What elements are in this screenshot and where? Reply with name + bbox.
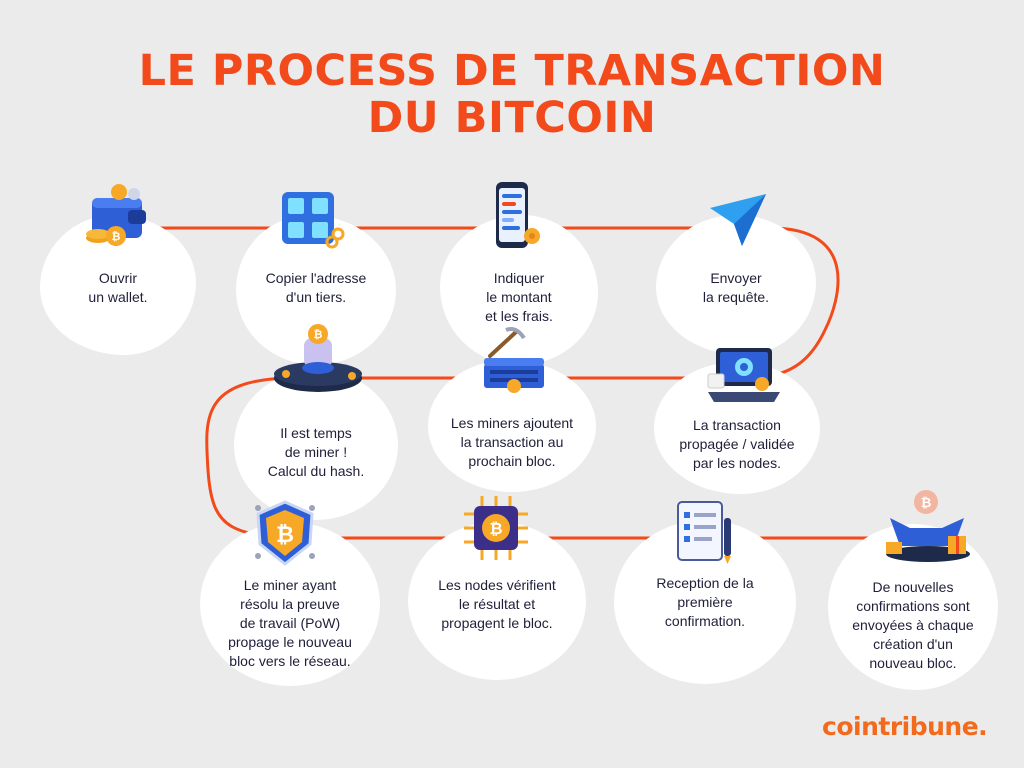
hourglass-coin-icon: ₿ <box>274 324 362 392</box>
laptop-icon <box>707 348 780 402</box>
brand-logo: cointribune. <box>822 712 988 741</box>
svg-text:₿: ₿ <box>489 519 502 538</box>
step-10-label: Reception de la première confirmation. <box>656 575 754 629</box>
step-9-label: Les nodes vérifient le résultat et propa… <box>438 577 556 631</box>
step-2-label: Copier l'adresse d'un tiers. <box>265 270 367 305</box>
title-line-1: LE PROCESS DE TRANSACTION <box>138 46 886 96</box>
step-1-label: Ouvrir un wallet. <box>88 270 148 305</box>
step-3-label: Indiquer le montant et les frais. <box>485 270 553 324</box>
step-7-bubble: Il est temps de miner ! Calcul du hash. <box>234 370 398 520</box>
bitcoin-chip-icon: ₿ <box>464 496 528 560</box>
step-5-label: La transaction propagée / validée par le… <box>679 417 795 471</box>
step-4-bubble: Envoyer la requête. <box>656 215 816 355</box>
wallet-icon: ₿ <box>86 184 146 246</box>
step-1-bubble: Ouvrir un wallet. <box>40 215 196 355</box>
svg-text:₿: ₿ <box>112 230 121 243</box>
svg-text:₿: ₿ <box>921 496 932 511</box>
step-11-label: De nouvelles confirmations sont envoyées… <box>852 579 974 671</box>
step-9-bubble: Les nodes vérifient le résultat et propa… <box>408 522 586 680</box>
mining-pickaxe-icon <box>484 327 544 393</box>
svg-text:₿: ₿ <box>314 328 323 341</box>
gift-box-icon: ₿ <box>886 490 970 562</box>
step-6-label: Les miners ajoutent la transaction au pr… <box>450 415 574 469</box>
smartphone-icon <box>496 182 540 248</box>
title-line-2: DU BITCOIN <box>367 93 657 143</box>
qr-code-icon <box>282 192 345 249</box>
svg-text:₿: ₿ <box>276 523 294 548</box>
clipboard-icon <box>677 501 731 564</box>
step-3-bubble: Indiquer le montant et les frais. <box>440 215 598 365</box>
step-4-label: Envoyer la requête. <box>702 270 770 305</box>
page-title: LE PROCESS DE TRANSACTION DU BITCOIN <box>0 48 1024 142</box>
send-arrow-icon <box>710 194 766 246</box>
step-8-label: Le miner ayant résolu la preuve de trava… <box>228 577 352 669</box>
step-7-label: Il est temps de miner ! Calcul du hash. <box>267 425 365 479</box>
bitcoin-shield-icon: ₿ <box>255 500 315 566</box>
